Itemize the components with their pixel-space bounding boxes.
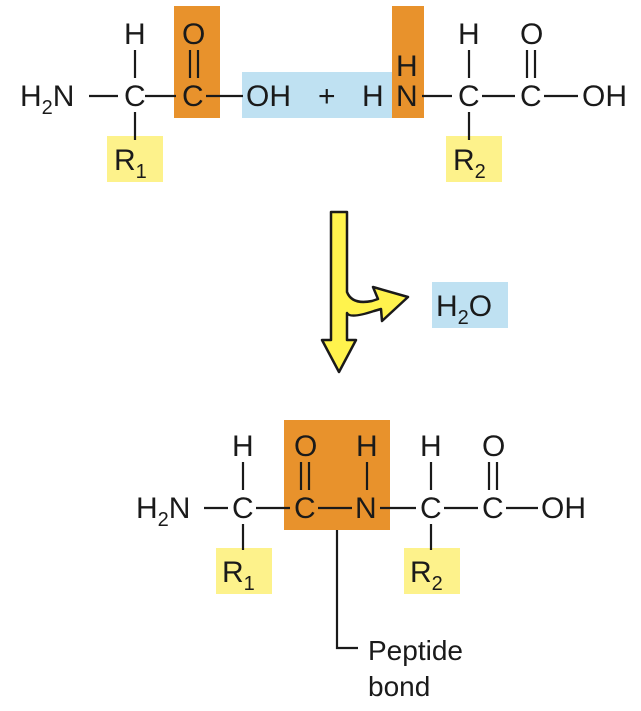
carboxyl-carbon-2: C <box>520 80 542 113</box>
alpha-h-d1: H <box>232 430 254 463</box>
reaction-arrow <box>320 210 410 374</box>
hydroxyl-highlight <box>242 72 392 118</box>
amine-h-2: H <box>396 50 418 83</box>
alpha-carbon-2: C <box>458 80 480 113</box>
r1-highlight-top <box>107 136 163 182</box>
alpha-carbon-1: C <box>124 80 146 113</box>
carboxyl-oxygen-2: O <box>520 18 543 51</box>
amine-h-highlight <box>392 6 424 118</box>
alpha-h-2: H <box>458 18 480 51</box>
peptide-nitrogen: N <box>355 492 377 525</box>
carbonyl-oxygen-d: O <box>294 430 317 463</box>
alpha-h-d2: H <box>420 430 442 463</box>
carbonyl-carbon-d: C <box>294 492 316 525</box>
water-highlight <box>432 282 508 328</box>
carboxyl-oxygen-d: O <box>482 430 505 463</box>
carboxyl-carbon-d: C <box>482 492 504 525</box>
amino-group-1: H2N <box>20 80 74 119</box>
r-group-2-top: R2 <box>453 144 486 183</box>
peptide-bond-leader-line <box>335 530 358 650</box>
peptide-bond-label-line1: Peptide <box>368 635 463 666</box>
hydroxyl-d: OH <box>541 492 586 525</box>
carbonyl-carbon-1: C <box>182 80 204 113</box>
r1-highlight-bottom <box>216 548 272 594</box>
r-group-1-top: R1 <box>114 144 147 183</box>
r2-highlight-top <box>446 136 502 182</box>
hydroxyl-2: OH <box>582 80 627 113</box>
r2-highlight-bottom <box>404 548 460 594</box>
alpha-h-1: H <box>124 18 146 51</box>
r-group-1-bottom: R1 <box>222 556 255 595</box>
carbonyl-oxygen-1: O <box>182 18 205 51</box>
peptide-bond-label-line2: bond <box>368 671 430 702</box>
alpha-carbon-d2: C <box>420 492 442 525</box>
water-molecule: H2O <box>436 290 492 329</box>
peptide-n-h: H <box>356 430 378 463</box>
alpha-carbon-d1: C <box>232 492 254 525</box>
amino-group-dipeptide: H2N <box>136 492 190 531</box>
hydroxyl-1: OH <box>246 80 291 113</box>
leaving-hydrogen: H <box>362 80 384 113</box>
plus-sign: + <box>318 80 336 113</box>
amine-nitrogen-2: N <box>396 80 418 113</box>
r-group-2-bottom: R2 <box>410 556 443 595</box>
